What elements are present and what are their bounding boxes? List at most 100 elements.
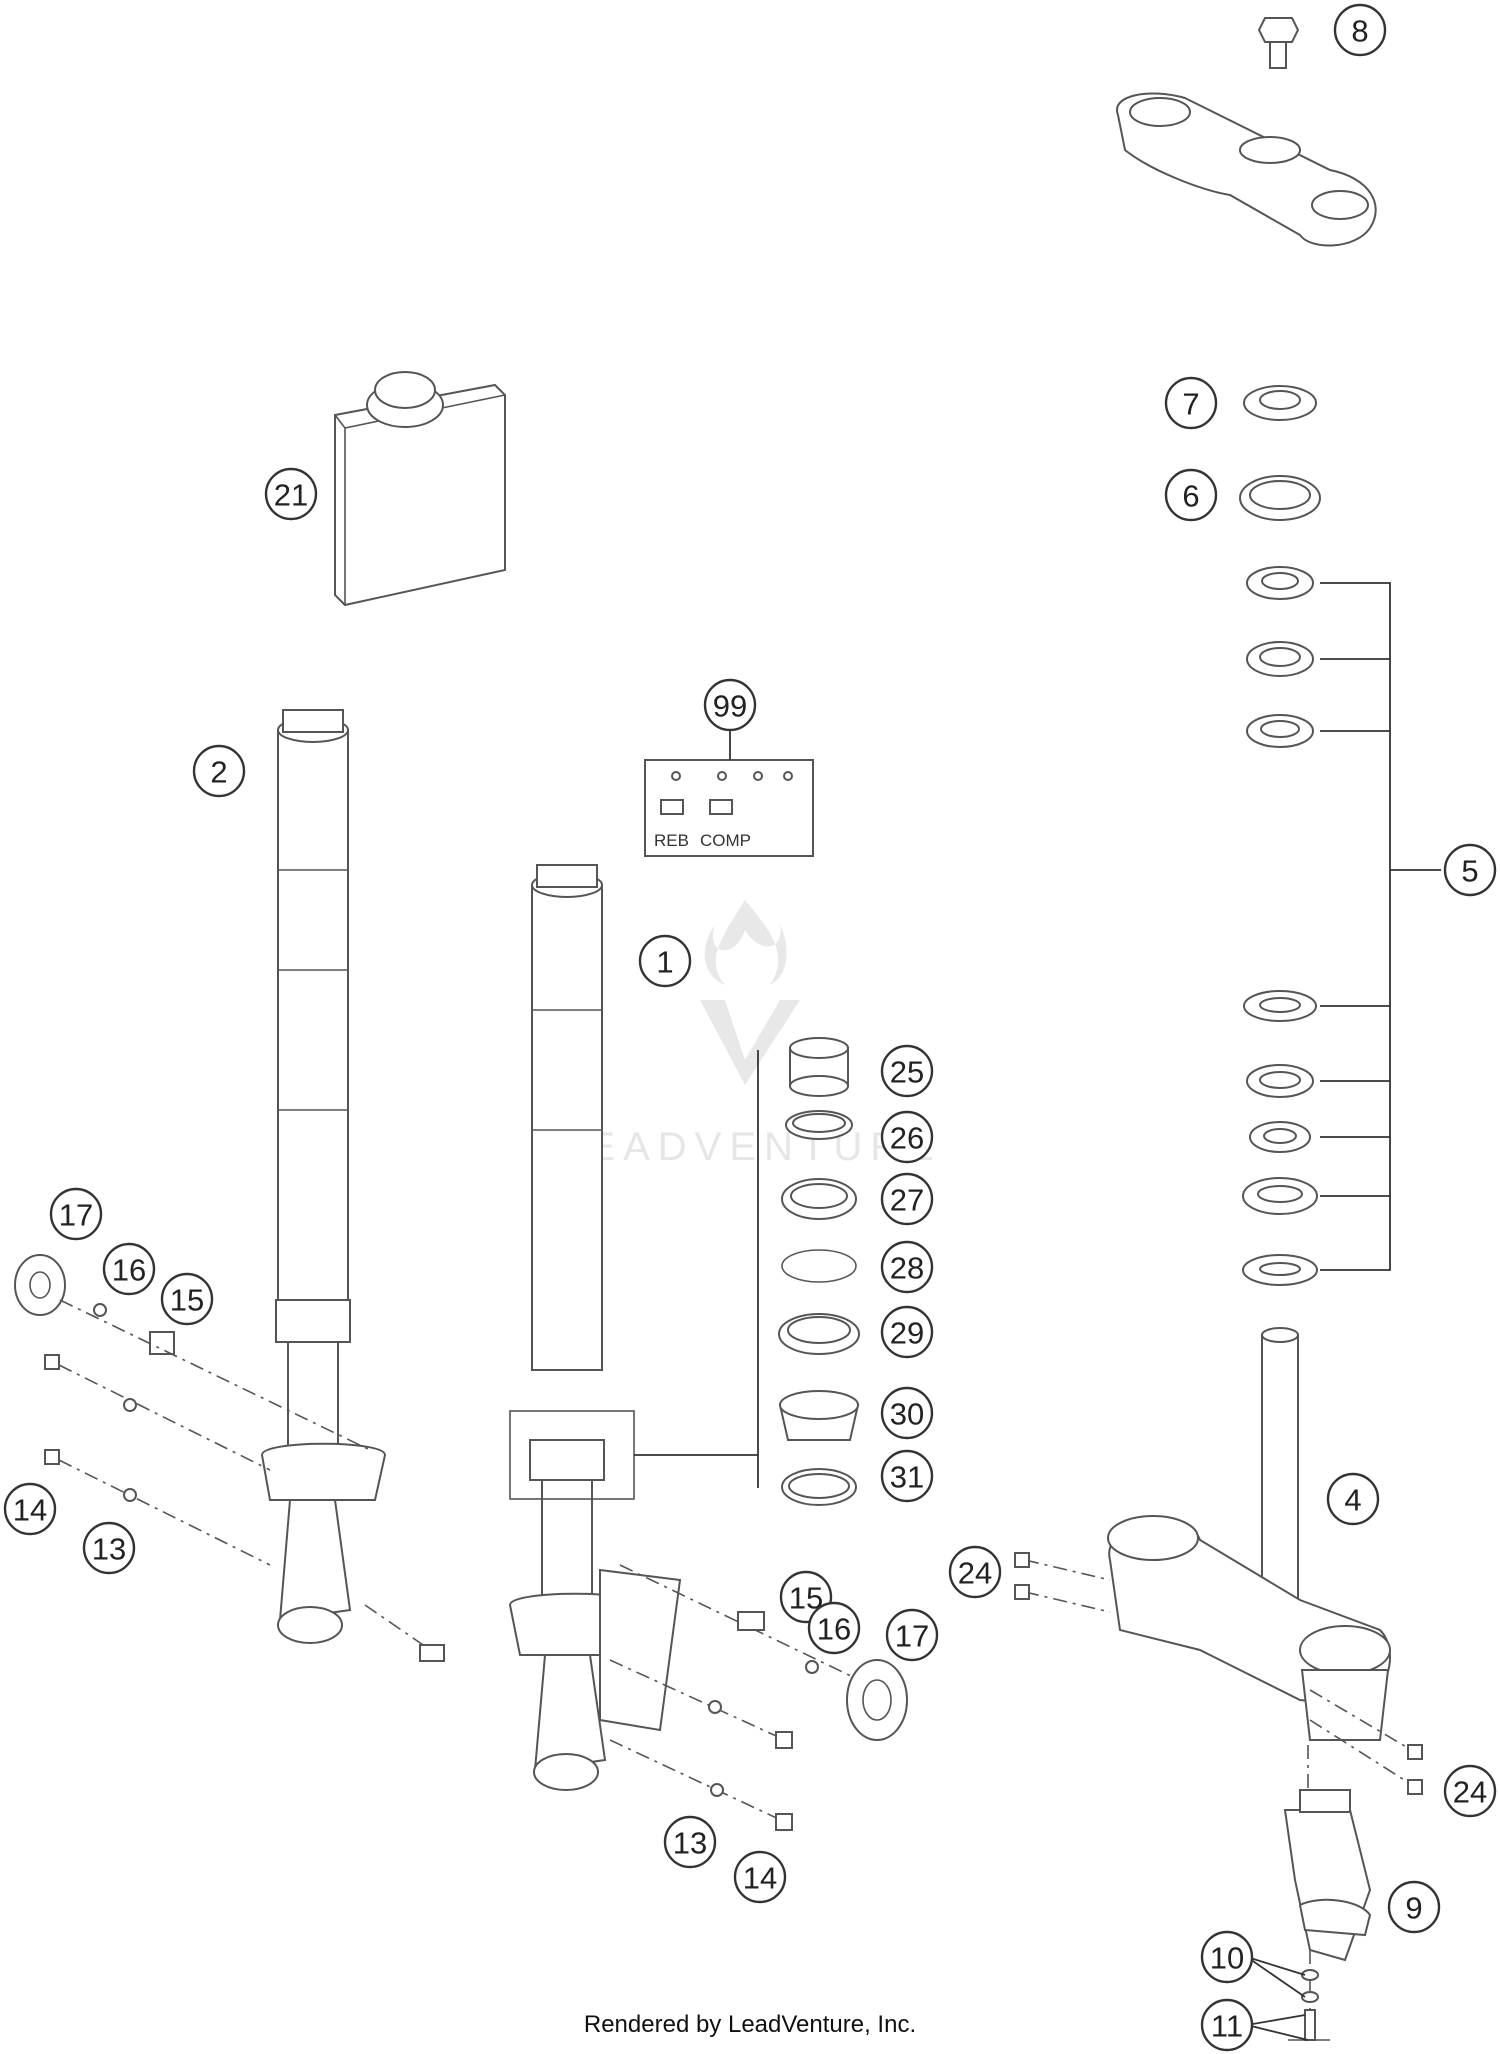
callout-24[interactable]: 24 [948, 1545, 1002, 1599]
part-5-leader-bracket [1320, 582, 1441, 1271]
part-1-fork-leg-right[interactable] [508, 864, 758, 1791]
part-24-bolts-lower[interactable] [1309, 1689, 1423, 1795]
callout-circle[interactable] [880, 1044, 934, 1098]
callout-8[interactable]: 8 [1333, 3, 1387, 57]
callout-13[interactable]: 13 [82, 1521, 136, 1575]
callout-number: 99 [713, 689, 747, 724]
part-17-cap-left[interactable] [14, 1254, 66, 1316]
callout-2[interactable]: 2 [192, 744, 246, 798]
axle-bolt-left[interactable] [419, 1644, 445, 1662]
callout-1[interactable]: 1 [638, 934, 692, 988]
callout-27[interactable]: 27 [880, 1172, 934, 1226]
part-25-bushing[interactable] [789, 1037, 849, 1097]
callout-26[interactable]: 26 [880, 1110, 934, 1164]
part-26-bushing[interactable] [785, 1110, 853, 1140]
part-2-fork-leg-left[interactable] [260, 709, 387, 1644]
callout-circle[interactable] [1326, 1472, 1380, 1526]
callout-9[interactable]: 9 [1387, 1880, 1441, 1934]
callout-circle[interactable] [880, 1172, 934, 1226]
callout-10[interactable]: 10 [1200, 1930, 1254, 1984]
callout-number: 16 [817, 1612, 851, 1647]
callout-15[interactable]: 15 [160, 1272, 214, 1326]
part-6-seal[interactable] [1239, 475, 1321, 521]
callout-circle[interactable] [663, 1815, 717, 1869]
part-5-bearing-set[interactable] [1242, 566, 1318, 1286]
callout-circle[interactable] [880, 1240, 934, 1294]
callout-14[interactable]: 14 [3, 1482, 57, 1536]
callout-circle[interactable] [1443, 843, 1497, 897]
callout-99[interactable]: 99 [703, 678, 757, 732]
part-16-washer-left[interactable] [93, 1303, 107, 1317]
right-axle-parts [609, 1564, 908, 1831]
callout-number: 16 [112, 1253, 146, 1288]
callout-31[interactable]: 31 [880, 1449, 934, 1503]
part-99-adjuster-kit[interactable]: REB COMP [644, 725, 814, 857]
part-30-dust-boot[interactable] [778, 1390, 860, 1441]
callout-circle[interactable] [1164, 376, 1218, 430]
part-27-seal-ring[interactable] [781, 1178, 857, 1220]
callout-24[interactable]: 24 [1443, 1764, 1497, 1818]
callout-circle[interactable] [807, 1601, 861, 1655]
fork-seal-parts [757, 1037, 860, 1506]
callout-circle[interactable] [1443, 1764, 1497, 1818]
left-axle-parts [14, 1254, 446, 1662]
callout-circle[interactable] [703, 678, 757, 732]
callout-6[interactable]: 6 [1164, 468, 1218, 522]
callout-16[interactable]: 16 [102, 1242, 156, 1296]
callout-circle[interactable] [733, 1850, 787, 1904]
part-28-circlip[interactable] [781, 1249, 857, 1283]
part-4-lower-triple-clamp[interactable] [1107, 1327, 1391, 1741]
callout-25[interactable]: 25 [880, 1044, 934, 1098]
callout-29[interactable]: 29 [880, 1305, 934, 1359]
callout-21[interactable]: 21 [264, 467, 318, 521]
part-9-bracket[interactable] [1283, 1745, 1372, 1962]
callout-circle[interactable] [3, 1482, 57, 1536]
upper-triple-clamp[interactable] [1116, 92, 1377, 247]
callout-circle[interactable] [880, 1386, 934, 1440]
callout-layer: 8762199251252627282930311716151413424151… [3, 3, 1497, 2052]
callout-circle[interactable] [1200, 1998, 1254, 2052]
callout-13[interactable]: 13 [663, 1815, 717, 1869]
watermark-flame-icon [704, 900, 787, 985]
callout-16[interactable]: 16 [807, 1601, 861, 1655]
callout-14[interactable]: 14 [733, 1850, 787, 1904]
part-29-oil-seal[interactable] [778, 1313, 860, 1355]
callout-number: 26 [890, 1121, 924, 1156]
part-21-oil-can[interactable] [334, 371, 506, 607]
callout-circle[interactable] [880, 1305, 934, 1359]
callout-circle[interactable] [1387, 1880, 1441, 1934]
part-8-bolt[interactable] [1257, 17, 1300, 69]
part-24-bolts-upper[interactable] [1014, 1552, 1111, 1613]
part-7-ring-nut[interactable] [1243, 385, 1317, 421]
part-16-washer-right[interactable] [805, 1660, 819, 1674]
callout-circle[interactable] [885, 1608, 939, 1662]
callout-30[interactable]: 30 [880, 1386, 934, 1440]
part-15-spacer-right[interactable] [737, 1611, 765, 1631]
callout-circle[interactable] [192, 744, 246, 798]
callout-circle[interactable] [880, 1110, 934, 1164]
part-15-spacer-left[interactable] [149, 1331, 175, 1355]
callout-4[interactable]: 4 [1326, 1472, 1380, 1526]
callout-11[interactable]: 11 [1200, 1998, 1254, 2052]
callout-number: 27 [890, 1183, 924, 1218]
callout-5[interactable]: 5 [1443, 843, 1497, 897]
callout-7[interactable]: 7 [1164, 376, 1218, 430]
callout-28[interactable]: 28 [880, 1240, 934, 1294]
callout-circle[interactable] [948, 1545, 1002, 1599]
callout-circle[interactable] [264, 467, 318, 521]
callout-circle[interactable] [102, 1242, 156, 1296]
callout-circle[interactable] [880, 1449, 934, 1503]
callout-circle[interactable] [49, 1187, 103, 1241]
part-17-cap-right[interactable] [846, 1659, 908, 1741]
callout-17[interactable]: 17 [885, 1608, 939, 1662]
callout-circle[interactable] [1164, 468, 1218, 522]
part-11-screw[interactable] [1288, 2009, 1330, 2041]
callout-circle[interactable] [160, 1272, 214, 1326]
callout-circle[interactable] [82, 1521, 136, 1575]
callout-17[interactable]: 17 [49, 1187, 103, 1241]
callout-circle[interactable] [1333, 3, 1387, 57]
callout-circle[interactable] [1200, 1930, 1254, 1984]
leader-lines [1246, 1956, 1309, 2041]
callout-circle[interactable] [638, 934, 692, 988]
part-31-washer[interactable] [781, 1468, 857, 1506]
